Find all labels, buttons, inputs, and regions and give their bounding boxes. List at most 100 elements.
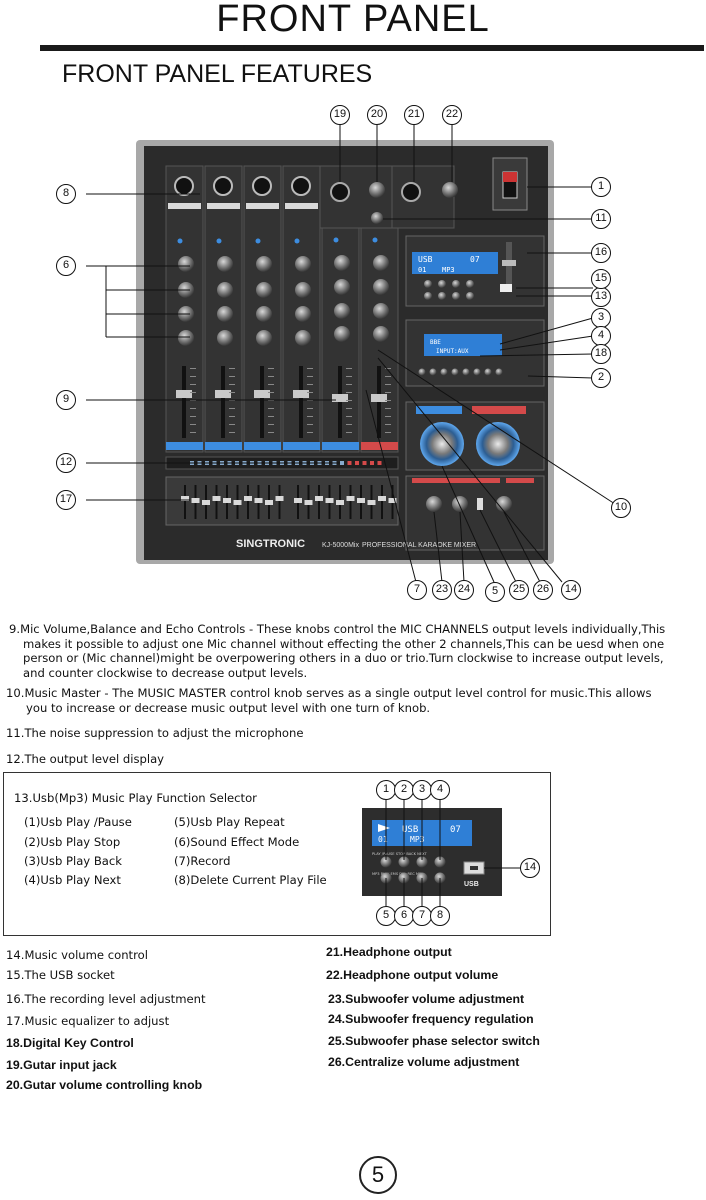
channel-knob <box>373 255 389 271</box>
channel-knob <box>256 256 272 272</box>
eq-slider <box>357 498 365 503</box>
mic-master-knob <box>420 422 464 466</box>
channel-knob <box>256 330 272 346</box>
level-led <box>347 461 352 465</box>
callout-5: 5 <box>485 582 505 602</box>
xlr-input <box>174 176 194 196</box>
list-item-24: 24.Subwoofer frequency regulation <box>328 1012 534 1026</box>
xlr-input <box>252 176 272 196</box>
usb-function-5: (5)Usb Play Repeat <box>174 815 285 829</box>
list-item-17: 17.Music equalizer to adjust <box>6 1014 170 1028</box>
channel-knob <box>217 330 233 346</box>
mp3-button <box>438 292 446 300</box>
sub-volume-knob <box>426 496 442 512</box>
usb-button-labels-bottom: MP3 PLAY EMS DEL REC MD <box>372 872 422 876</box>
key-button <box>418 368 426 376</box>
callout-13: 13 <box>591 287 611 307</box>
key-button <box>495 368 503 376</box>
eq-slider <box>223 498 231 503</box>
leader-lines <box>86 124 616 583</box>
channel-knob <box>373 279 389 295</box>
channel-knob <box>178 256 194 272</box>
mp3-button <box>466 292 474 300</box>
channel-fader <box>215 390 231 398</box>
list-item-15: 15.The USB socket <box>6 968 115 982</box>
eq-slider <box>191 498 200 503</box>
description-9-line-3: person or (Mic channel)might be overpowe… <box>23 651 664 665</box>
channel-knob <box>373 303 389 319</box>
mp3-button <box>424 292 432 300</box>
usb-lcd-text-3: 01 <box>378 835 388 844</box>
channel-knob <box>295 256 311 272</box>
level-led <box>355 461 359 465</box>
usb-function-button <box>434 856 446 868</box>
usb-callout-1: 1 <box>376 780 396 800</box>
eq-slider <box>346 496 355 501</box>
lcd-top-text-2: 07 <box>470 255 480 264</box>
list-item-19: 19.Gutar input jack <box>6 1058 117 1072</box>
mp3-button <box>424 280 432 288</box>
callout-24: 24 <box>454 580 474 600</box>
model-desc: PROFESSIONAL KARAOKE MIXER <box>362 542 476 549</box>
mixer-illustration: USB 07 01 MP3 BBE INPUT:AUX <box>86 124 616 583</box>
guitar-volume-knob <box>369 182 385 198</box>
channel-knob <box>334 255 350 271</box>
channel-knob <box>217 282 233 298</box>
description-10-line-1: 10.Music Master - The MUSIC MASTER contr… <box>6 686 652 700</box>
callout-26: 26 <box>533 580 553 600</box>
channel-fader <box>254 390 270 398</box>
centre-volume-knob <box>496 496 512 512</box>
music-master-knob <box>476 422 520 466</box>
lcd-mid-text-2: INPUT:AUX <box>436 348 469 355</box>
channel-knob <box>334 303 350 319</box>
usb-function-2: (2)Usb Play Stop <box>24 835 121 849</box>
description-9-line-4: and counter clockwise to decrease output… <box>23 665 308 680</box>
callout-18: 18 <box>591 344 611 364</box>
callout-7: 7 <box>407 580 427 600</box>
callout-4: 4 <box>591 326 611 346</box>
key-button <box>451 368 459 376</box>
page-title: FRONT PANEL <box>216 0 490 40</box>
callout-11: 11 <box>591 209 611 229</box>
callout-21: 21 <box>404 105 424 125</box>
channel-strip <box>282 165 321 453</box>
channel-knob <box>217 256 233 272</box>
description-9: 9.Mic Volume,Balance and Echo Controls -… <box>9 622 704 680</box>
usb-button-labels-top: PLAY /PAUSE STOP BACK NEXT <box>372 852 428 856</box>
channel-strip <box>165 165 204 453</box>
lcd-top-text-4: MP3 <box>442 266 455 274</box>
list-item-18: 18.Digital Key Control <box>6 1036 134 1050</box>
callout-9: 9 <box>56 390 76 410</box>
usb-callout-7: 7 <box>412 906 432 926</box>
eq-slider <box>244 496 252 501</box>
list-item-21: 21.Headphone output <box>326 945 452 959</box>
channel-knob <box>334 326 350 342</box>
usb-callout-3: 3 <box>412 780 432 800</box>
section-title: FRONT PANEL FEATURES <box>62 60 373 88</box>
usb-callout-2: 2 <box>394 780 414 800</box>
description-9-line-2: makes it possible to adjust one Mic chan… <box>23 636 665 651</box>
guitar-input-jack <box>330 182 350 202</box>
usb-function-box: 13.Usb(Mp3) Music Play Function Selector… <box>3 772 551 936</box>
list-item-23: 23.Subwoofer volume adjustment <box>328 992 525 1006</box>
list-item-20: 20.Gutar volume controlling knob <box>6 1078 203 1092</box>
mp3-button <box>452 292 460 300</box>
sub-phase-switch <box>477 498 483 510</box>
key-button <box>429 368 437 376</box>
title-rule <box>40 45 704 51</box>
xlr-input <box>291 176 311 196</box>
level-led <box>377 461 382 465</box>
channel-knob <box>373 326 389 342</box>
channel-strip <box>243 165 282 453</box>
channel-fader <box>371 394 387 402</box>
key-button <box>462 368 470 376</box>
usb-label: USB <box>464 881 479 888</box>
lcd-mid <box>424 334 502 356</box>
usb-callout-6: 6 <box>394 906 414 926</box>
lcd-top <box>412 252 498 274</box>
eq-slider <box>294 498 302 503</box>
callout-17: 17 <box>56 490 76 510</box>
eq-slider <box>367 500 376 505</box>
callout-8: 8 <box>56 184 76 204</box>
callout-23: 23 <box>432 580 452 600</box>
